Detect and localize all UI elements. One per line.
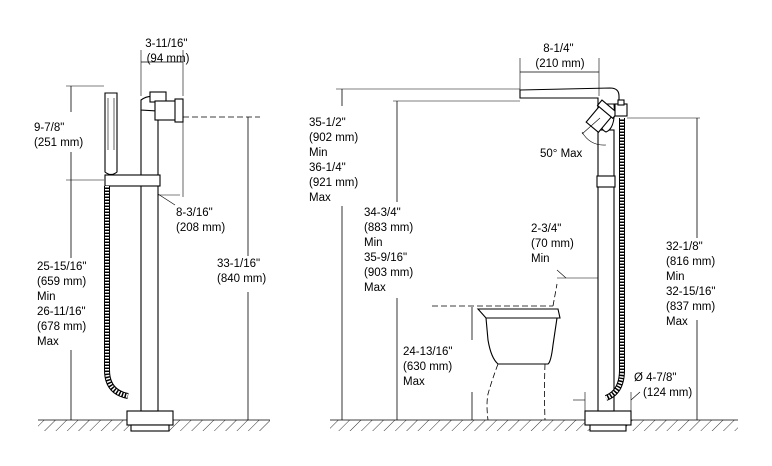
dim-overall-height: 33-1/16" (840 mm): [217, 258, 266, 285]
dim-spout-depth: 8-3/16" (208 mm): [176, 207, 225, 234]
dim-side-height: 32-1/8" (816 mm) Min 32-15/16" (837 mm) …: [666, 241, 719, 328]
dim-spout-height-right: 34-3/4" (883 mm) Min 35-9/16" (903 mm) M…: [364, 207, 416, 294]
dim-tub-clearance: 2-3/4" (70 mm) Min: [531, 223, 577, 265]
floor-right: [330, 419, 738, 431]
dim-top-height: 35-1/2" (902 mm) Min 36-1/4" (921 mm) Ma…: [309, 117, 361, 204]
dim-spout-reach: 8-1/4" (210 mm): [535, 43, 584, 70]
right-view: 8-1/4" (210 mm) 35-1/2" (902 mm) Min 36-…: [309, 43, 738, 432]
dim-tub-height: 24-13/16" (630 mm) Max: [403, 346, 456, 388]
left-view: 3-11/16" (94 mm) 9-7/8" (251 mm) 8-3/16"…: [34, 38, 270, 432]
handshower: [104, 92, 118, 176]
dim-spout-height: 9-7/8" (251 mm): [34, 122, 83, 149]
dim-handshower-height: 25-15/16" (659 mm) Min 26-11/16" (678 mm…: [37, 261, 90, 348]
spout: [519, 87, 620, 105]
faucet-base: [126, 410, 174, 426]
faucet-column: [140, 109, 159, 412]
dim-top-width: 3-11/16" (94 mm): [145, 38, 190, 65]
handshower-holder: [104, 174, 161, 187]
dim-rotation: 50° Max: [540, 148, 583, 160]
dim-base-diameter: Ø 4-7/8" (124 mm): [634, 372, 692, 399]
faucet-column-right: [597, 129, 615, 412]
bathtub-outline: [432, 283, 561, 421]
handshower-hose: [104, 186, 129, 399]
faucet-base-right: [584, 410, 632, 426]
